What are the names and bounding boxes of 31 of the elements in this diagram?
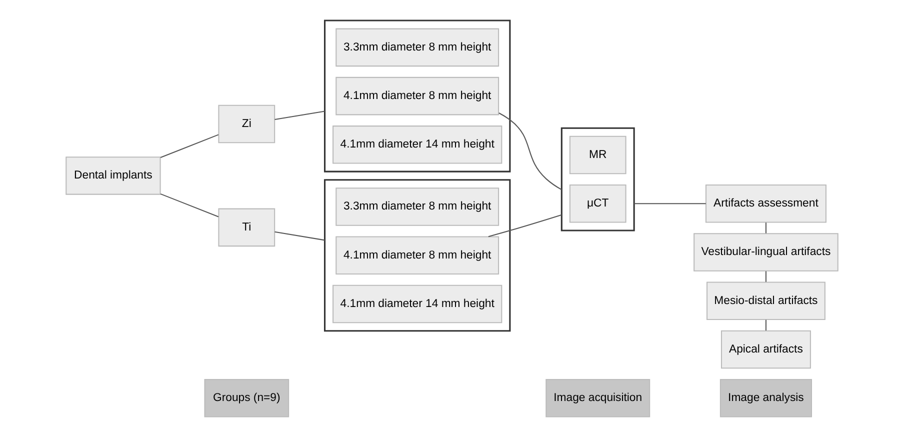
connector	[160, 193, 219, 218]
connector	[765, 320, 766, 330]
node-box: Vestibular-lingual artifacts	[694, 233, 838, 272]
node-box: 3.3mm diameter 8 mm height	[336, 28, 500, 67]
connector	[498, 112, 562, 190]
node-box: Groups (n=9)	[204, 378, 290, 418]
node-box: 4.1mm diameter 8 mm height	[336, 236, 500, 274]
node-box: Mesio-distal artifacts	[706, 282, 826, 320]
node-box: Image analysis	[720, 378, 812, 418]
node-box: 4.1mm diameter 14 mm height	[332, 126, 502, 164]
node-box: Artifacts assessment	[705, 184, 826, 223]
node-box: MR	[569, 136, 626, 174]
node-box: Apical artifacts	[720, 330, 811, 369]
node-box: Ti	[218, 208, 276, 247]
connector	[274, 110, 325, 120]
connector	[765, 222, 766, 234]
node-box: Zi	[218, 104, 276, 144]
node-box: 3.3mm diameter 8 mm height	[336, 188, 500, 226]
connector	[634, 203, 706, 204]
node-box: Dental implants	[66, 156, 161, 195]
node-box: Image acquisition	[546, 378, 650, 418]
connector	[488, 214, 562, 238]
node-box: 4.1mm diameter 14 mm height	[332, 284, 502, 324]
cluster	[324, 179, 511, 332]
connector	[274, 231, 325, 241]
cluster	[560, 127, 635, 232]
connector	[160, 134, 219, 158]
connector	[765, 271, 766, 282]
cluster	[324, 20, 511, 172]
node-box: 4.1mm diameter 8 mm height	[336, 76, 500, 116]
node-box: μCT	[569, 184, 626, 223]
